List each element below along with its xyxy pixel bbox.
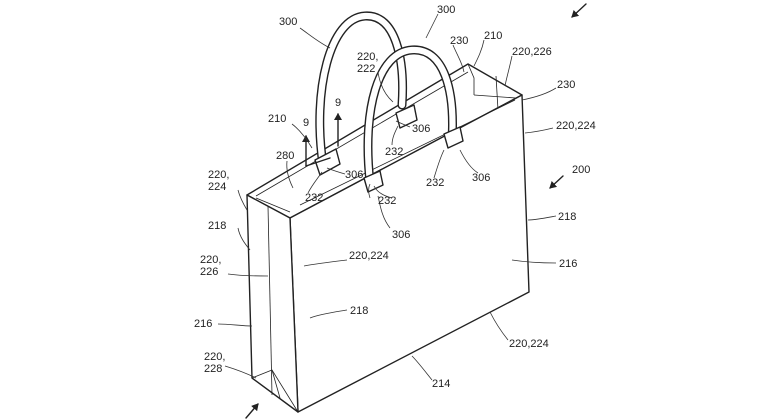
label-220-226-left-line2: 226 [200,266,218,278]
label-214: 214 [432,378,450,390]
leader-lines [217,13,557,381]
label-300-right: 300 [437,4,455,16]
label-210-left: 210 [268,113,286,125]
label-306-lower: 306 [392,229,410,241]
label-280: 280 [276,150,294,162]
handle-back [315,11,407,170]
label-9-left: 9 [303,117,309,129]
label-230-right: 230 [557,79,575,91]
label-216-left: 216 [194,318,212,330]
arrow-bottom-left [245,403,259,419]
label-220-224-center: 220,224 [349,250,389,262]
inner-rim-edge [473,94,517,99]
label-218-right: 218 [558,211,576,223]
label-216-right: 216 [559,258,577,270]
label-220-224-lower-right: 220,224 [509,338,549,350]
arrow-top-right [571,3,587,18]
bag-body [246,63,530,413]
label-232-lower-middle: 232 [378,195,396,207]
label-306-upper-right: 306 [412,123,430,135]
arrow-200 [549,175,564,189]
handle-front [363,45,457,187]
front-top-fold [299,99,516,206]
left-gusset-fold [267,205,273,396]
label-220-224-left-line2: 224 [208,181,226,193]
label-200: 200 [572,164,590,176]
label-306-right: 306 [472,172,490,184]
label-230-top: 230 [450,35,468,47]
label-220-226-left-line1: 220, [200,254,221,266]
label-220-228-left-line1: 220, [204,351,225,363]
reference-labels: 300 300 220, 222 230 210 220,226 230 9 9… [194,4,596,390]
label-232-right-handle: 232 [426,177,444,189]
label-220-222-line2: 222 [357,63,375,75]
right-gusset-fold [495,75,499,111]
label-9-right: 9 [335,97,341,109]
label-218-left-top: 218 [208,220,226,232]
label-220-222-line1: 220, [357,51,378,63]
label-306-middle: 306 [345,169,363,181]
inner-right-gusset [467,63,475,95]
label-232-lower-left: 232 [305,192,323,204]
section-arrows-9 [302,113,342,167]
label-220-224-right-top: 220,224 [556,120,596,132]
label-232-upper: 232 [385,146,403,158]
label-220-228-left-line2: 228 [204,363,222,375]
left-gusset-panel [246,194,299,413]
rim-inner-front [255,197,291,213]
label-300-left: 300 [279,16,297,28]
label-220-226-top: 220,226 [512,46,552,58]
inner-back-edge [255,71,469,197]
label-218-center: 218 [350,305,368,317]
bottom-fold-right [271,369,281,399]
label-220-224-left-line1: 220, [208,169,229,181]
label-210-top: 210 [484,30,502,42]
